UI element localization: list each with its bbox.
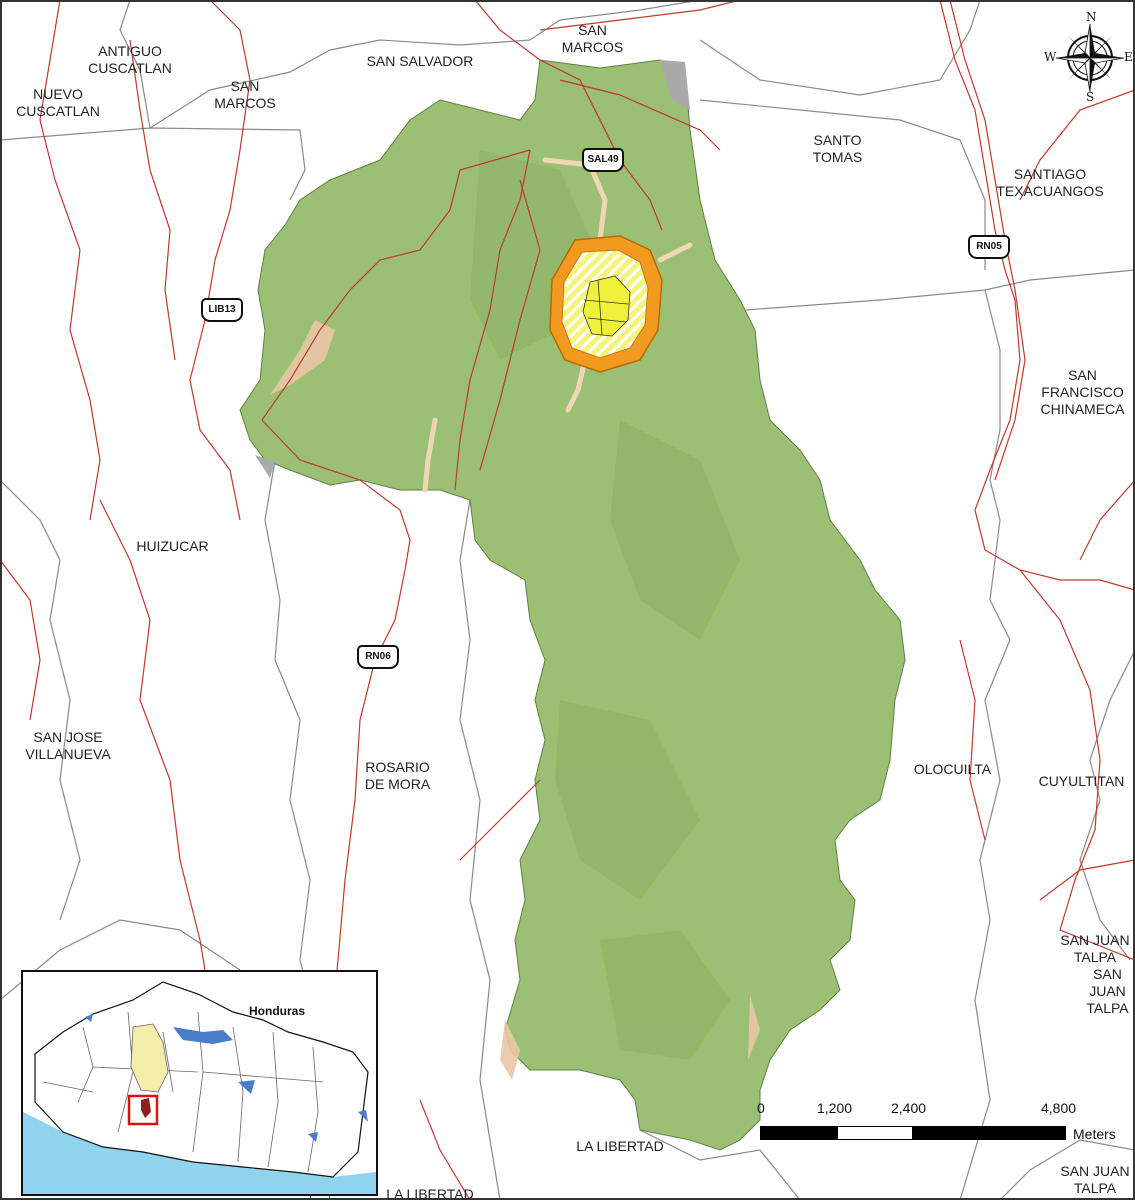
scale-unit: Meters (1073, 1126, 1116, 1142)
scale-segment-3 (912, 1126, 1066, 1140)
label-san-marcos-top: SAN MARCOS (561, 22, 624, 55)
scale-segment-1 (760, 1126, 838, 1140)
study-area-polygon (239, 59, 906, 1151)
compass-e: E (1124, 50, 1133, 64)
inset-department-highlight (130, 1023, 169, 1093)
road-shield-lib13: LIB13 (201, 298, 243, 322)
inset-focus-area (141, 1098, 151, 1118)
inset-lakes (85, 1014, 368, 1142)
inset-locator-map: Honduras (21, 970, 378, 1196)
label-santiago-texacuangos: SANTIAGO TEXACUANGOS (996, 166, 1104, 199)
bare-land-patches (270, 320, 760, 1080)
inset-sea (23, 1112, 376, 1194)
scale-tick-0: 0 (757, 1100, 765, 1116)
label-san-marcos-west: SAN MARCOS (214, 78, 276, 111)
compass-n: N (1086, 10, 1097, 24)
inset-focus-box (127, 1094, 159, 1126)
label-rosario-de-mora: ROSARIO DE MORA (364, 759, 431, 792)
inset-country (34, 981, 369, 1178)
label-olocuilta: OLOCUILTA (913, 761, 992, 777)
label-santo-tomas: SANTO TOMAS (812, 132, 863, 165)
scale-bar: 0 1,200 2,400 4,800 Meters (755, 1100, 1125, 1150)
label-san-salvador: SAN SALVADOR (366, 53, 474, 69)
compass-rose-icon (1055, 23, 1125, 93)
label-nuevo-cuscatlan: NUEVO CUSCATLAN (16, 86, 100, 119)
gray-patches (255, 60, 690, 478)
compass-s: S (1086, 90, 1095, 104)
road-shield-sal49: SAL49 (582, 148, 624, 172)
inset-country-label: Honduras (249, 1004, 306, 1018)
label-huizucar: HUIZUCAR (136, 538, 209, 554)
urban-streets (583, 279, 629, 336)
label-san-juan-talpa-3: SAN JUAN TALPA (1060, 1163, 1130, 1196)
label-san-juan-talpa-2: SAN JUAN TALPA (1086, 966, 1129, 1016)
road-shield-rn05: RN05 (968, 235, 1010, 259)
label-la-libertad-2: LA LIBERTAD (386, 1186, 474, 1202)
label-antiguo-cuscatlan: ANTIGUO CUSCATLAN (88, 43, 172, 76)
compass-w: W (1044, 50, 1057, 64)
label-cuyultitan: CUYULTITAN (1038, 773, 1125, 789)
label-la-libertad-1: LA LIBERTAD (576, 1138, 664, 1154)
inset-map-graphic (23, 981, 376, 1194)
label-san-jose-villanueva: SAN JOSE VILLANUEVA (25, 729, 111, 762)
scale-tick-1200: 1,200 (817, 1100, 853, 1116)
road-shield-rn06: RN06 (357, 645, 399, 669)
label-san-francisco-chinameca: SAN FRANCISCO CHINAMECA (1040, 367, 1125, 417)
compass-rose: N S W E (1044, 10, 1135, 104)
scale-tick-4800: 4,800 (1041, 1100, 1077, 1116)
label-san-juan-talpa-1: SAN JUAN TALPA (1060, 932, 1130, 965)
scale-segment-2 (837, 1126, 913, 1140)
scale-tick-2400: 2,400 (891, 1100, 927, 1116)
pale-tracks (422, 157, 693, 493)
